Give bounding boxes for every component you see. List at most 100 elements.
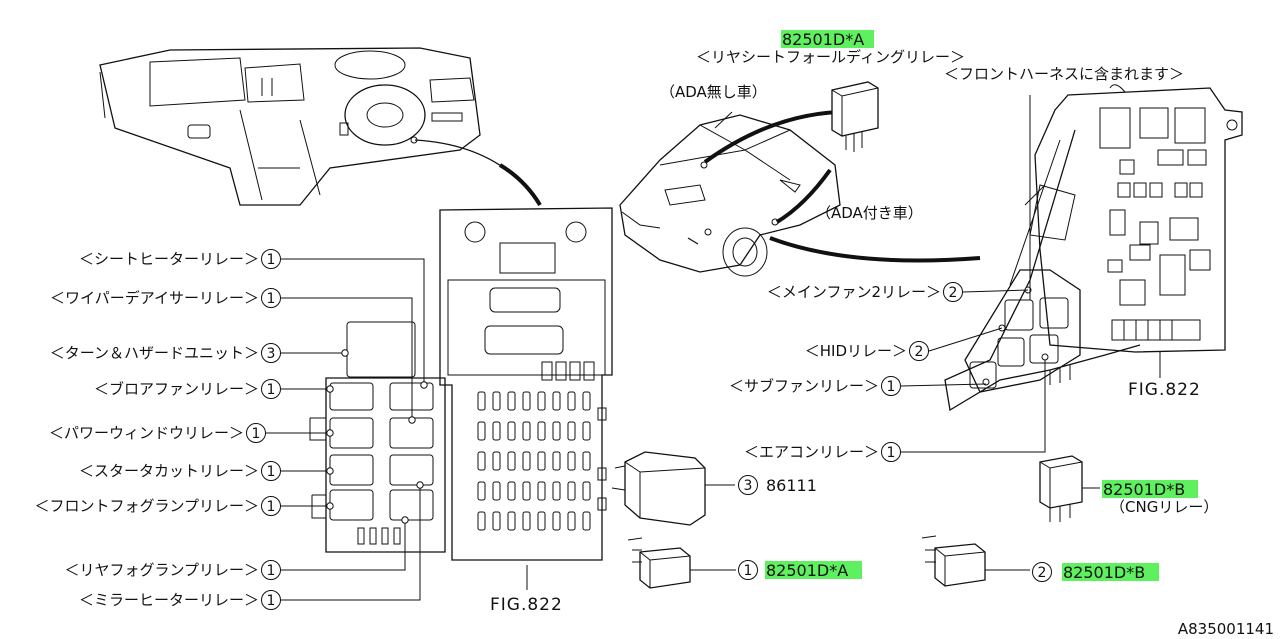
ref-circle	[261, 590, 281, 610]
relay-82501DB-illustration	[921, 535, 1030, 587]
ref-circle	[881, 376, 901, 396]
top-relay-part-highlight	[781, 30, 874, 48]
label-without-ada: （ADA無し車）	[660, 83, 767, 101]
fuse-slot	[567, 391, 576, 411]
part-highlight	[765, 561, 862, 579]
dashboard-illustration	[99, 47, 542, 207]
fuse-slot	[552, 511, 561, 531]
fuse-slot	[492, 391, 501, 411]
callout-label: ＜フロントフォグランプリレー＞	[34, 497, 259, 515]
callout-label: ＜エアコンリレー＞	[744, 443, 879, 461]
part-86111: 3 86111	[738, 475, 817, 495]
fuse-slot	[492, 481, 501, 501]
fuse-slot	[552, 421, 561, 441]
part-number: 82501D*B	[1103, 480, 1185, 499]
figure-ref-left: FIG.822	[490, 595, 563, 615]
fuse-slot	[492, 421, 501, 441]
callout-label: ＜サブファンリレー＞	[729, 377, 879, 395]
part-number: 82501D*B	[1063, 563, 1145, 582]
fuse-slot	[567, 421, 576, 441]
ref-number: 1	[267, 499, 276, 515]
relay-panel-illustration	[309, 207, 613, 561]
fuse-slot	[492, 451, 501, 471]
fuse-slot	[477, 391, 486, 411]
fuse-slot	[477, 481, 486, 501]
ref-circle	[261, 379, 281, 399]
ref-number: 1	[887, 379, 896, 395]
ref-circle	[738, 560, 758, 580]
ref-number: 3	[744, 478, 753, 494]
fuse-slot	[477, 451, 486, 471]
fuse-slot	[582, 421, 591, 441]
fuse-slot	[522, 481, 531, 501]
callout-label: ＜シートヒーターリレー＞	[79, 250, 259, 268]
callout-label: ＜HIDリレー＞	[805, 342, 907, 360]
ref-number: 2	[1038, 565, 1047, 581]
engine-fuse-box-illustration	[944, 84, 1243, 412]
ref-number: 1	[267, 291, 276, 307]
fuse-slot	[492, 511, 501, 531]
ref-circle	[261, 496, 281, 516]
ref-number: 3	[267, 346, 276, 362]
ref-circle	[261, 560, 281, 580]
figure-ref-right: FIG.822	[1128, 380, 1201, 400]
relay-82501DA-illustration	[627, 537, 736, 589]
fuse-slot	[522, 391, 531, 411]
ref-number: 2	[915, 344, 924, 360]
callout-label: ＜リヤフォグランプリレー＞	[64, 561, 259, 579]
ref-number: 2	[949, 285, 958, 301]
fuse-slot	[582, 451, 591, 471]
ref-circle	[881, 442, 901, 462]
relay-86111-illustration	[611, 451, 735, 526]
fuse-slot	[567, 511, 576, 531]
fuse-slot	[582, 391, 591, 411]
left-callout-list: ＜シートヒーターリレー＞ 1 ＜ワイパーデアイサーリレー＞ 1 ＜ターン＆ハザー…	[34, 249, 281, 610]
ref-number: 1	[267, 464, 276, 480]
ref-circle	[261, 343, 281, 363]
ref-circle	[261, 461, 281, 481]
ref-number: 1	[267, 593, 276, 609]
fuse-slot	[522, 451, 531, 471]
top-relay-illustration	[831, 81, 879, 152]
callout-label: ＜ワイパーデアイサーリレー＞	[50, 289, 259, 307]
fuse-slot	[567, 451, 576, 471]
fuse-slot	[507, 481, 516, 501]
callout-label: ＜ターン＆ハザードユニット＞	[50, 344, 259, 362]
diagram-id: A835001141	[1178, 620, 1274, 638]
top-relay-name: ＜リヤシートフォールディングリレー＞	[696, 48, 965, 66]
fuse-slot	[507, 421, 516, 441]
fuse-slot	[552, 391, 561, 411]
fuse-slot	[552, 451, 561, 471]
fuse-slot	[537, 391, 546, 411]
right-callout-list: ＜メインファン2リレー＞ 2 ＜HIDリレー＞ 2 ＜サブファンリレー＞ 1 ＜…	[729, 282, 963, 462]
label-with-ada: （ADA付き車）	[816, 204, 923, 222]
ref-circle	[738, 475, 758, 495]
ref-circle	[246, 423, 266, 443]
fuse-slot	[522, 511, 531, 531]
part-highlight	[1102, 480, 1198, 498]
fuse-slot	[522, 421, 531, 441]
label-front-harness: ＜フロントハーネスに含まれます＞	[944, 65, 1184, 83]
fuse-slot	[507, 511, 516, 531]
fuse-slot	[552, 481, 561, 501]
fuse-slot	[477, 511, 486, 531]
cng-relay-name: （CNGリレー）	[1110, 498, 1218, 516]
ref-number: 1	[267, 252, 276, 268]
fuse-slot	[507, 451, 516, 471]
ref-circle	[261, 249, 281, 269]
fuse-slot	[507, 391, 516, 411]
fuse-slot	[582, 511, 591, 531]
part-82501DB: 2 82501D*B	[1032, 562, 1159, 582]
top-relay-part-number: 82501D*A	[782, 30, 864, 49]
car-illustration	[619, 109, 981, 277]
part-number: 86111	[766, 476, 817, 495]
right-leader-lines	[900, 289, 1046, 453]
ref-circle	[943, 282, 963, 302]
part-82501DA: 1 82501D*A	[738, 560, 862, 580]
callout-label: ＜スタータカットリレー＞	[79, 462, 259, 480]
ref-circle	[909, 341, 929, 361]
cng-relay-callout: 82501D*B （CNGリレー）	[1102, 480, 1218, 516]
callout-label: ＜ブロアファンリレー＞	[94, 380, 259, 398]
fuse-slot	[537, 421, 546, 441]
fuse-slot	[582, 481, 591, 501]
